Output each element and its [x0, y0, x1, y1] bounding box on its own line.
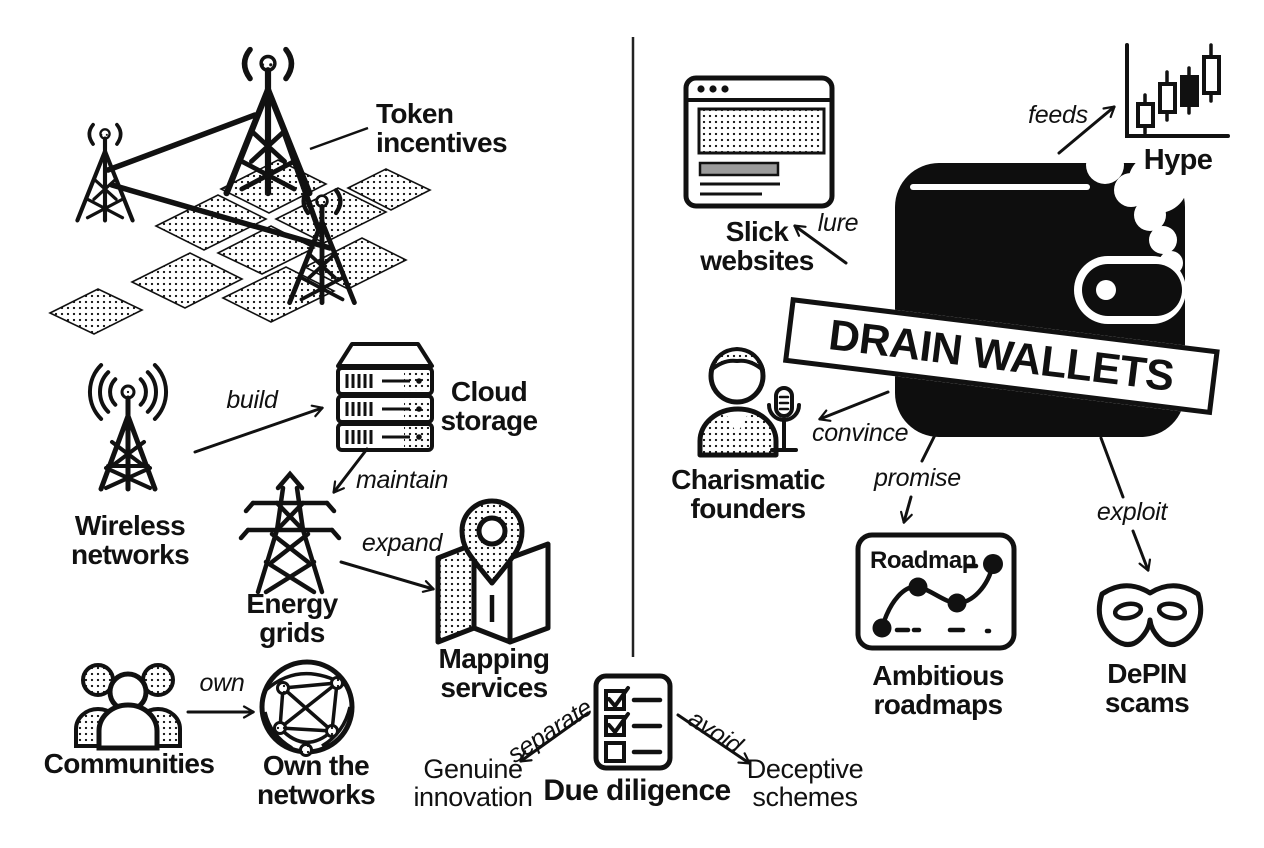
- map-pin-icon: [435, 498, 551, 645]
- roadmap-card-icon: [855, 532, 1017, 651]
- feeds-label: feeds: [1028, 101, 1088, 129]
- avoid-arrow: [676, 713, 751, 765]
- convince-label: convince: [812, 419, 909, 447]
- exploit-arrow-lower: [1131, 529, 1152, 572]
- convince-arrow: [818, 390, 890, 422]
- due-diligence-label: Due diligence: [543, 774, 731, 807]
- energy-grids-label: Energy grids: [246, 588, 338, 649]
- slick-websites-label: Slick websites: [700, 216, 814, 277]
- checklist-icon: [593, 673, 673, 771]
- flow-arrows: [186, 105, 1152, 765]
- expand-arrow: [339, 560, 435, 593]
- feeds-arrow: [1057, 105, 1116, 155]
- server-stack-icon: [336, 342, 434, 452]
- token-incentives-label: Token incentives: [376, 98, 508, 159]
- cloud-storage-label: Cloud storage: [440, 376, 539, 437]
- own-label: own: [199, 669, 245, 697]
- browser-window-icon: [683, 75, 835, 209]
- ambitious-roadmaps-label: Ambitious roadmaps: [872, 660, 1004, 721]
- wireless-antenna-icon: [87, 363, 169, 492]
- separate-arrow: [519, 711, 590, 763]
- founder-microphone-icon: [697, 347, 801, 458]
- exploit-label: exploit: [1096, 498, 1168, 526]
- people-icon: [74, 663, 182, 751]
- lure-arrow: [793, 224, 848, 265]
- deceptive-schemes-label: Deceptive schemes: [746, 754, 864, 813]
- own-the-networks-label: Own the networks: [256, 750, 376, 811]
- maintain-arrow: [332, 447, 369, 494]
- lure-label: lure: [817, 209, 859, 237]
- build-arrow: [193, 404, 324, 454]
- promise-label: promise: [874, 464, 961, 492]
- promise-arrow-lower: [899, 495, 913, 524]
- expand-label: expand: [361, 529, 443, 557]
- candlestick-chart-icon: [1125, 43, 1230, 138]
- exploit-arrow-upper: [1099, 436, 1125, 499]
- token-incentives-pointer: [309, 126, 369, 151]
- hype-label: Hype: [1143, 144, 1213, 176]
- communities-label: Communities: [43, 748, 215, 779]
- promise-arrow-upper: [920, 433, 937, 463]
- wireless-networks-label: Wireless networks: [70, 510, 190, 571]
- energy-grid-icon: [238, 470, 342, 595]
- globe-network-icon: [259, 659, 355, 757]
- mask-icon: [1096, 583, 1204, 647]
- mapping-services-label: Mapping services: [438, 643, 550, 704]
- genuine-innovation-label: Genuine innovation: [413, 754, 533, 813]
- maintain-label: maintain: [356, 466, 449, 494]
- build-label: build: [226, 386, 278, 414]
- cell-tower-icon: [77, 125, 132, 221]
- depin-scams-label: DePIN scams: [1104, 658, 1190, 719]
- charismatic-founders-label: Charismatic founders: [671, 464, 825, 525]
- roadmap-card-title: Roadmap: [870, 547, 976, 574]
